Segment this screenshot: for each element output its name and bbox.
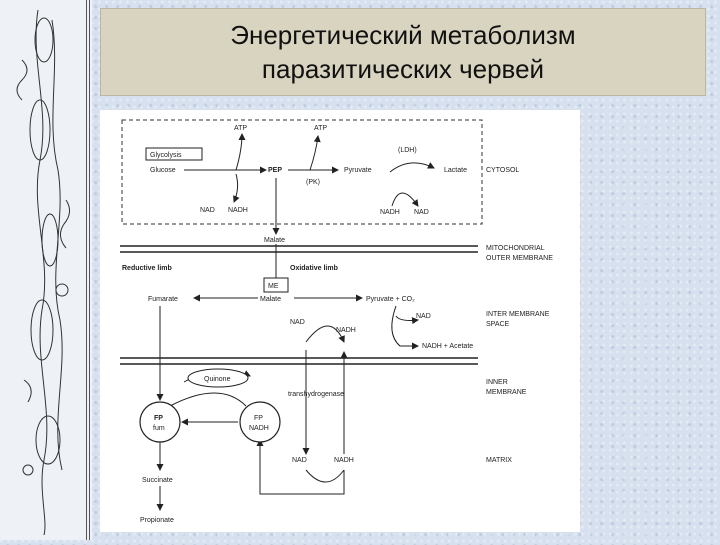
fp-fum-label-1: FP — [154, 415, 163, 422]
nad-left-label: NAD — [200, 207, 215, 214]
glycolysis-box — [145, 147, 203, 161]
cytosol-label: CYTOSOL — [486, 167, 519, 174]
glycolysis-label: Glycolysis — [150, 152, 182, 159]
nad-ims-right-label: NAD — [416, 313, 431, 320]
succinate-label: Succinate — [142, 477, 173, 484]
strip-border-line — [86, 0, 87, 540]
nadh-matrix-label: NADH — [334, 457, 354, 464]
pyruvate-co2-label: Pyruvate + CO₂ — [366, 296, 415, 303]
title-line-2: паразитических червей — [261, 54, 545, 84]
slide-title: Энергетический метаболизм паразитических… — [100, 8, 706, 96]
inner-membrane-label-2: MEMBRANE — [486, 389, 527, 396]
metabolism-diagram: ATP ATP Glycolysis Glucose PEP (PK) Pyru… — [100, 110, 580, 532]
lactate-label: Lactate — [444, 167, 467, 174]
quinone-node — [187, 368, 249, 388]
nad-ims-left-label: NAD — [290, 319, 305, 326]
nad-ldh-label: NAD — [414, 209, 429, 216]
mito-outer-label-1: MITOCHONDRIAL — [486, 245, 545, 252]
pep-label: PEP — [268, 167, 282, 174]
inner-membrane-label-1: INNER — [486, 379, 508, 386]
intermembrane-label-2: SPACE — [486, 321, 510, 328]
quinone-label: Quinone — [204, 376, 231, 383]
glucose-label: Glucose — [150, 167, 176, 174]
malic-enzyme-box — [263, 277, 289, 293]
metabolism-diagram-svg: ATP ATP Glycolysis Glucose PEP (PK) Pyru… — [120, 119, 553, 524]
nadh-left-label: NADH — [228, 207, 248, 214]
strip-border-line — [89, 0, 90, 540]
mito-outer-label-2: OUTER MEMBRANE — [486, 255, 553, 262]
propionate-label: Propionate — [140, 517, 174, 524]
reductive-limb-label: Reductive limb — [122, 265, 172, 272]
atp-right-label: ATP — [314, 125, 327, 132]
fp-nadh-label-1: FP — [254, 415, 263, 422]
decorative-illustration-strip — [0, 0, 92, 540]
nadh-ims-label: NADH — [336, 327, 356, 334]
nadh-acetate-label: NADH + Acetate — [422, 343, 473, 350]
ldh-label: (LDH) — [398, 147, 417, 154]
title-line-1: Энергетический метаболизм — [230, 20, 576, 50]
nadh-ldh-label: NADH — [380, 209, 400, 216]
malate-top-label: Malate — [264, 237, 285, 244]
oxidative-limb-label: Oxidative limb — [290, 265, 338, 272]
intermembrane-label-1: INTER MEMBRANE — [486, 311, 550, 318]
matrix-label: MATRIX — [486, 457, 512, 464]
parasitic-worms-illustration — [16, 9, 70, 536]
nad-matrix-label: NAD — [292, 457, 307, 464]
pyruvate-top-label: Pyruvate — [344, 167, 372, 174]
pk-label: (PK) — [306, 179, 320, 186]
fp-fum-node — [139, 401, 181, 443]
transhydrogenase-label: transhydrogenase — [288, 391, 344, 398]
me-label: ME — [268, 283, 279, 290]
atp-left-label: ATP — [234, 125, 247, 132]
fumarate-label: Fumarate — [148, 296, 178, 303]
fp-nadh-label-2: NADH — [249, 425, 269, 432]
fp-fum-label-2: fum — [153, 425, 165, 432]
cytosol-compartment — [121, 119, 483, 225]
malate-mid-label: Malate — [260, 296, 281, 303]
fp-nadh-node — [239, 401, 281, 443]
